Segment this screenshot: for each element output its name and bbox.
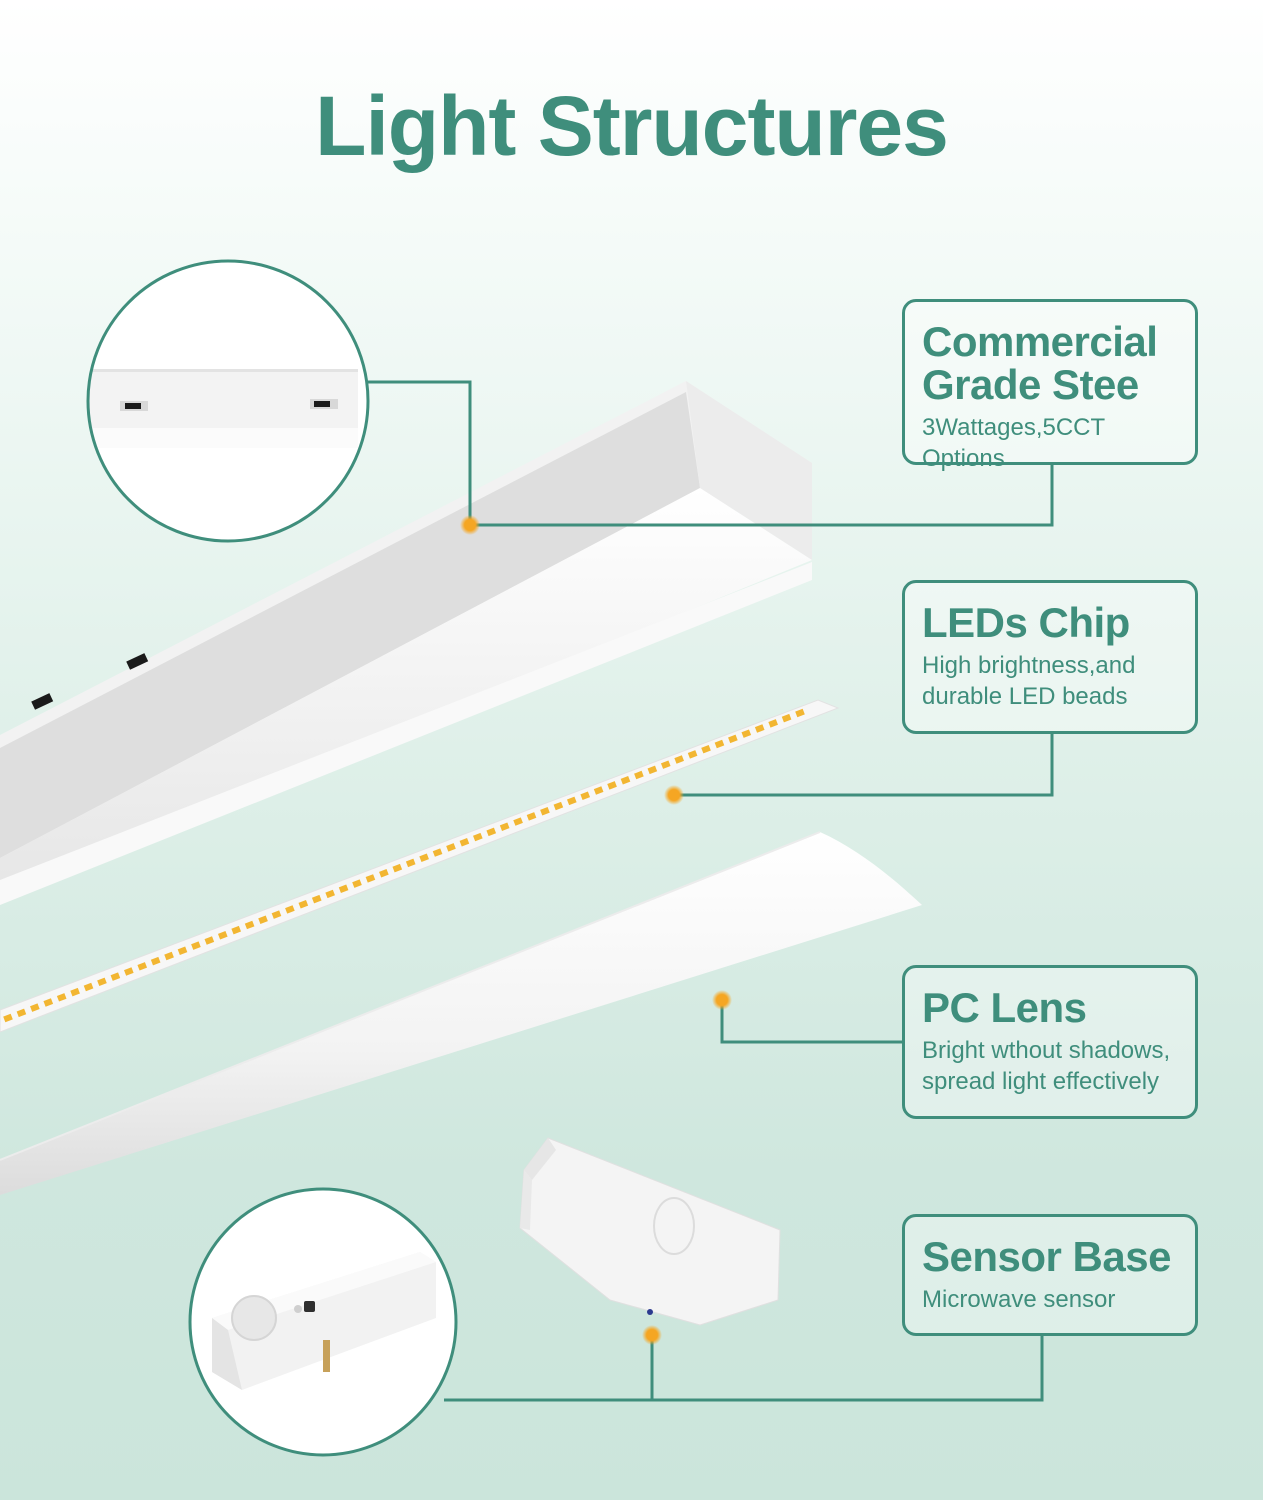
- callout-heading: Commercial: [922, 318, 1158, 365]
- callout-dot: [642, 1325, 662, 1345]
- led-bead: [634, 770, 644, 780]
- led-bead: [728, 734, 738, 744]
- led-bead: [325, 889, 335, 899]
- pc-lens: [0, 831, 922, 1195]
- led-bead: [311, 894, 322, 904]
- led-bead: [660, 760, 671, 769]
- callout-dot: [460, 515, 480, 535]
- led-bead: [177, 946, 188, 956]
- led-bead: [204, 936, 215, 945]
- callout-heading: Sensor Base: [922, 1233, 1171, 1280]
- callout-sensor-base: Sensor Base Microwave sensor: [902, 1214, 1198, 1336]
- led-bead: [432, 848, 443, 857]
- sensor-base: [519, 1137, 781, 1326]
- led-bead: [365, 874, 376, 883]
- led-bead: [499, 822, 510, 831]
- led-bead: [30, 1003, 40, 1012]
- led-bead: [741, 729, 752, 738]
- callout-subtitle: spread light effectively: [922, 1068, 1160, 1095]
- led-bead: [164, 951, 174, 961]
- callout-dot: [664, 785, 684, 805]
- led-bead: [244, 920, 255, 930]
- led-bead: [486, 827, 497, 837]
- led-bead: [137, 962, 148, 971]
- led-bead: [110, 972, 121, 981]
- led-bead: [298, 900, 309, 909]
- led-bead: [459, 838, 470, 847]
- led-bead: [566, 796, 577, 806]
- callout-pc-lens: PC Lens Bright wthout shadows, spread li…: [902, 965, 1198, 1119]
- led-bead: [754, 724, 765, 733]
- led-bead: [553, 801, 564, 811]
- callout-subtitle: Microwave sensor: [922, 1286, 1116, 1313]
- led-bead: [285, 905, 295, 914]
- led-bead: [271, 910, 282, 919]
- led-bead: [258, 915, 268, 925]
- led-bead: [795, 708, 805, 718]
- led-bead: [150, 956, 161, 966]
- led-bead: [687, 750, 698, 759]
- zoom-circle-housing: [86, 259, 370, 543]
- led-bead: [513, 817, 523, 826]
- led-bead: [714, 739, 725, 749]
- callout-heading: Grade Stee: [922, 361, 1139, 408]
- callout-subtitle: 3Wattages,5CCT Options: [922, 414, 1105, 472]
- led-bead: [540, 806, 550, 816]
- callout-subtitle: Bright wthout shadows,: [922, 1037, 1171, 1064]
- led-bead: [701, 744, 711, 754]
- led-beads: [3, 708, 805, 1023]
- led-bead: [338, 884, 349, 893]
- led-bead: [124, 967, 134, 976]
- led-bead: [70, 987, 80, 997]
- callout-subtitle: durable LED beads: [922, 683, 1128, 710]
- led-bead: [3, 1013, 13, 1023]
- callout-commercial-grade-steel: Commercial Grade Stee 3Wattages,5CCT Opt…: [902, 299, 1198, 472]
- mount-slot: [31, 693, 54, 710]
- zoom-circle-sensor: [188, 1187, 458, 1457]
- steel-housing: [0, 381, 812, 905]
- led-bead: [83, 982, 94, 992]
- led-bead: [419, 853, 429, 862]
- mount-slot: [126, 653, 149, 670]
- led-bead: [405, 858, 416, 868]
- led-bead: [446, 843, 456, 852]
- led-bead: [593, 786, 604, 795]
- led-bead: [392, 863, 403, 873]
- led-bead: [647, 765, 658, 775]
- led-bead: [97, 977, 107, 987]
- led-bead: [526, 812, 537, 821]
- callout-subtitle: High brightness,and: [922, 652, 1136, 679]
- led-bead: [580, 791, 591, 800]
- led-bead: [16, 1008, 27, 1018]
- led-bead: [217, 931, 228, 940]
- led-bead: [473, 832, 483, 842]
- led-bead: [352, 879, 362, 888]
- led-bead: [607, 781, 617, 790]
- callout-lines: [368, 380, 1054, 1402]
- led-bead: [620, 775, 631, 785]
- callout-heading: PC Lens: [922, 984, 1087, 1031]
- callout-leds-chip: LEDs Chip High brightness,and durable LE…: [902, 580, 1198, 734]
- led-bead: [191, 941, 201, 950]
- led-strip: [0, 699, 840, 1033]
- led-bead: [56, 993, 67, 1002]
- led-bead: [781, 713, 792, 723]
- led-bead: [674, 755, 684, 764]
- pir-sensor-dome: [231, 1295, 277, 1341]
- led-bead: [43, 998, 54, 1007]
- callout-heading: LEDs Chip: [922, 599, 1130, 646]
- led-bead: [379, 869, 389, 878]
- led-bead: [231, 925, 242, 935]
- led-bead: [768, 719, 778, 728]
- page-title: Light Structures: [315, 79, 949, 173]
- callout-dot: [712, 990, 732, 1010]
